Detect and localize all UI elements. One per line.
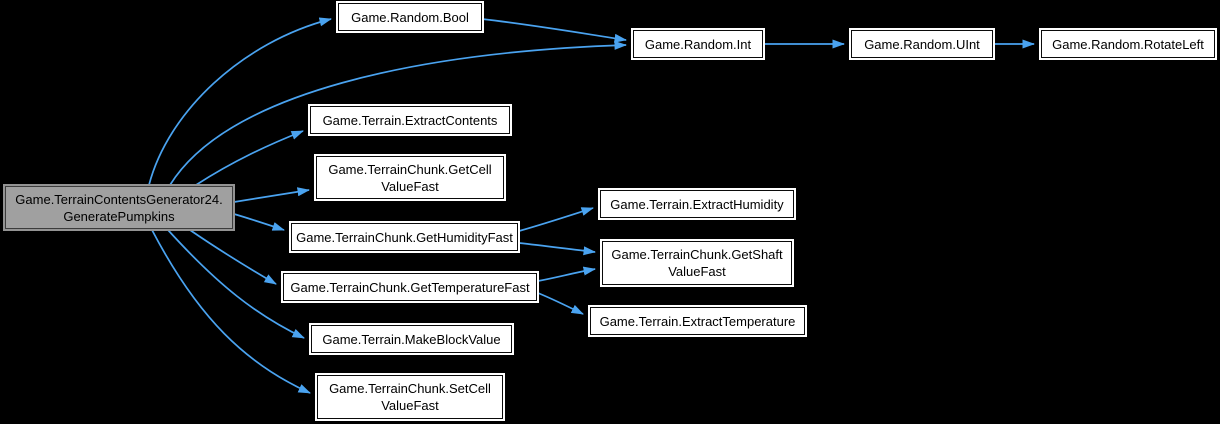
edges-group [148, 17, 1035, 394]
edge-generate-pumpkins-to-random-int [169, 40, 627, 186]
edge-terrainchunk-gettemperaturefast-to-terrainchunk-getshaftvaluefast [537, 266, 596, 282]
edge-random-bool-to-random-int [481, 18, 627, 43]
edge-generate-pumpkins-to-terrainchunk-gettemperaturefast [189, 229, 277, 285]
node-terrain-extracthumidity[interactable]: Game.Terrain.ExtractHumidity [600, 190, 794, 218]
node-terrain-makeblockvalue[interactable]: Game.Terrain.MakeBlockValue [311, 325, 512, 353]
node-random-int[interactable]: Game.Random.Int [633, 30, 763, 58]
node-terrainchunk-gettemperaturefast[interactable]: Game.TerrainChunk.GetTemperatureFast [283, 273, 537, 301]
edge-generate-pumpkins-to-terrainchunk-gethumidityfast [233, 213, 285, 231]
node-terrainchunk-setcellvaluefast[interactable]: Game.TerrainChunk.SetCell ValueFast [317, 375, 503, 419]
node-terrainchunk-getcellvaluefast[interactable]: Game.TerrainChunk.GetCell ValueFast [316, 156, 504, 199]
edge-generate-pumpkins-to-terrain-makeblockvalue [167, 229, 305, 339]
node-terrain-extractcontents[interactable]: Game.Terrain.ExtractContents [310, 106, 510, 134]
node-terrainchunk-getshaftvaluefast[interactable]: Game.TerrainChunk.GetShaft ValueFast [602, 241, 792, 285]
edge-generate-pumpkins-to-random-bool [148, 17, 332, 186]
node-terrainchunk-gethumidityfast[interactable]: Game.TerrainChunk.GetHumidityFast [291, 223, 518, 251]
node-terrain-extracttemperature[interactable]: Game.Terrain.ExtractTemperature [590, 307, 805, 335]
node-random-uint[interactable]: Game.Random.UInt [851, 30, 993, 58]
edge-generate-pumpkins-to-terrain-extractcontents [195, 130, 304, 186]
edge-terrainchunk-gethumidityfast-to-terrain-extracthumidity [518, 207, 594, 232]
node-random-bool[interactable]: Game.Random.Bool [338, 3, 482, 31]
edge-generate-pumpkins-to-terrainchunk-setcellvaluefast [151, 229, 311, 394]
edge-terrainchunk-gettemperaturefast-to-terrain-extracttemperature [537, 292, 584, 315]
edge-terrainchunk-gethumidityfast-to-terrainchunk-getshaftvaluefast [518, 242, 596, 256]
node-generate-pumpkins[interactable]: Game.TerrainContentsGenerator24. Generat… [5, 186, 233, 229]
node-random-rotateleft[interactable]: Game.Random.RotateLeft [1041, 30, 1215, 58]
edge-generate-pumpkins-to-terrainchunk-getcellvaluefast [233, 187, 310, 203]
